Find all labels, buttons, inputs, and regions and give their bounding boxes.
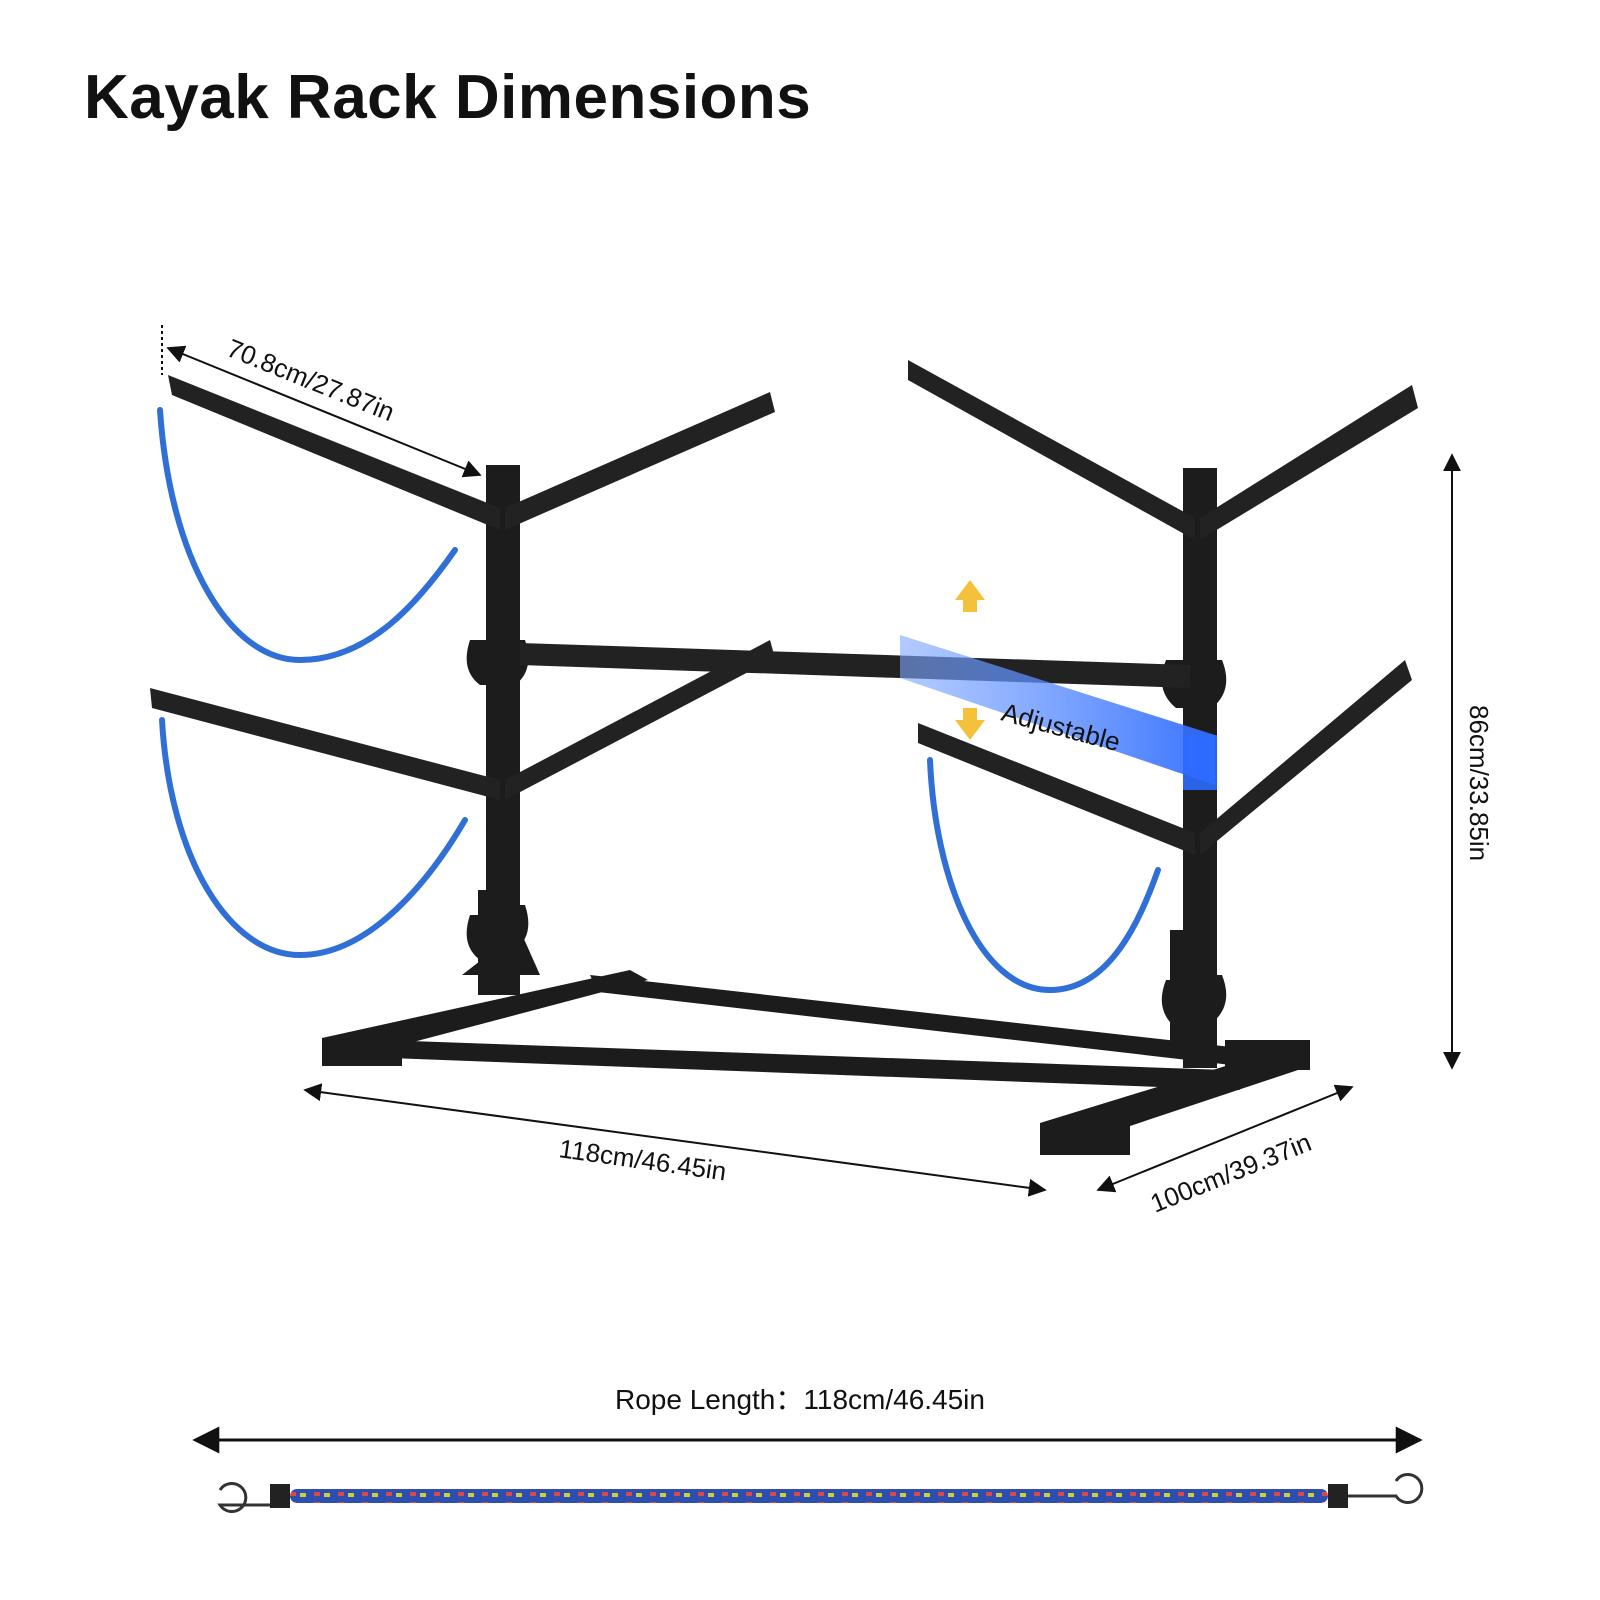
left-spring-icon	[270, 1484, 290, 1508]
right-hook-icon	[1348, 1473, 1424, 1504]
length-label: 118cm/46.45in	[557, 1133, 728, 1186]
rope-length-label: Rope Length：118cm/46.45in	[615, 1384, 985, 1415]
width-label: 100cm/39.37in	[1146, 1127, 1315, 1219]
rope-body	[290, 1489, 1328, 1503]
rack-arms	[150, 360, 1418, 855]
height-label: 86cm/33.85in	[1464, 705, 1494, 861]
left-hook-icon	[217, 1482, 275, 1513]
bungee-rope	[217, 1473, 1424, 1513]
dimension-arrows	[161, 325, 1461, 1197]
left-upright	[466, 465, 529, 995]
rack-ropes	[157, 407, 1161, 994]
right-spring-icon	[1328, 1484, 1348, 1508]
page-title: Kayak Rack Dimensions	[84, 63, 812, 132]
